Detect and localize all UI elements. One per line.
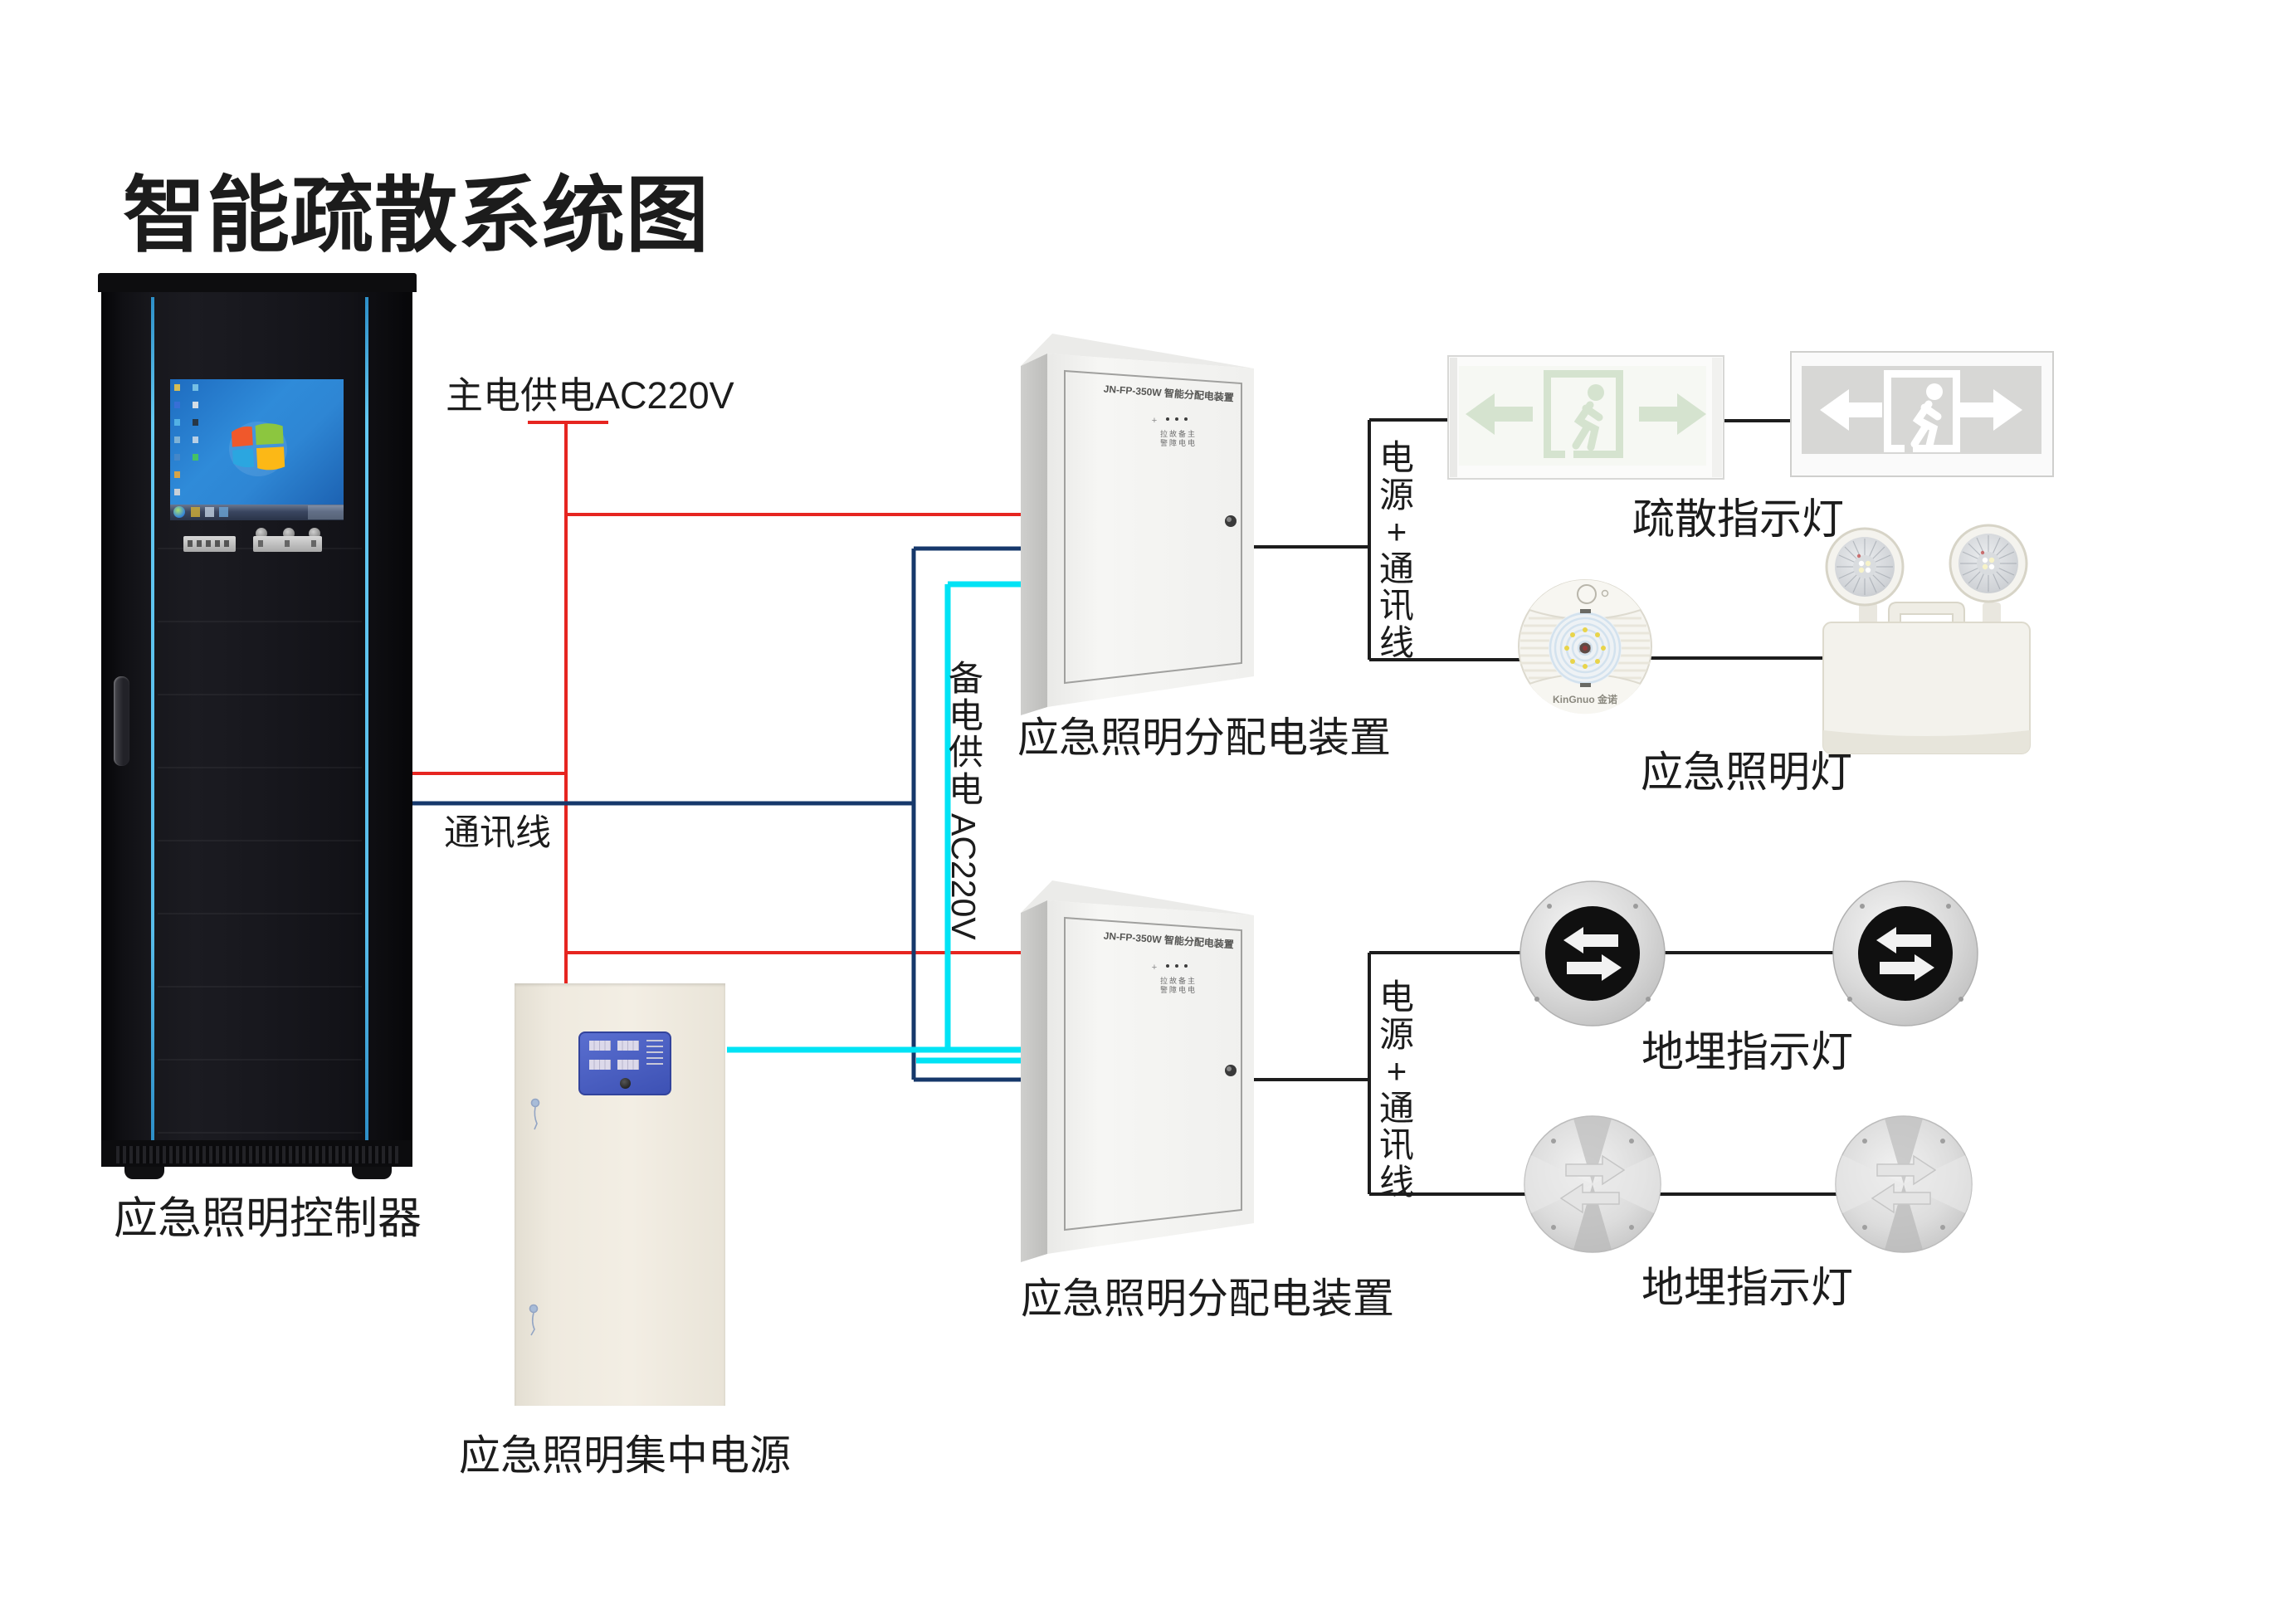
svg-text:警障电电: 警障电电 <box>1160 985 1195 994</box>
svg-text:拉故备主: 拉故备主 <box>1160 429 1195 438</box>
svg-text:KinGnuo 金诺: KinGnuo 金诺 <box>1553 693 1617 705</box>
svg-text:+: + <box>1152 416 1157 426</box>
svg-text:+: + <box>1152 963 1157 973</box>
svg-text:拉故备主: 拉故备主 <box>1160 976 1195 985</box>
svg-text:警障电电: 警障电电 <box>1160 438 1195 447</box>
